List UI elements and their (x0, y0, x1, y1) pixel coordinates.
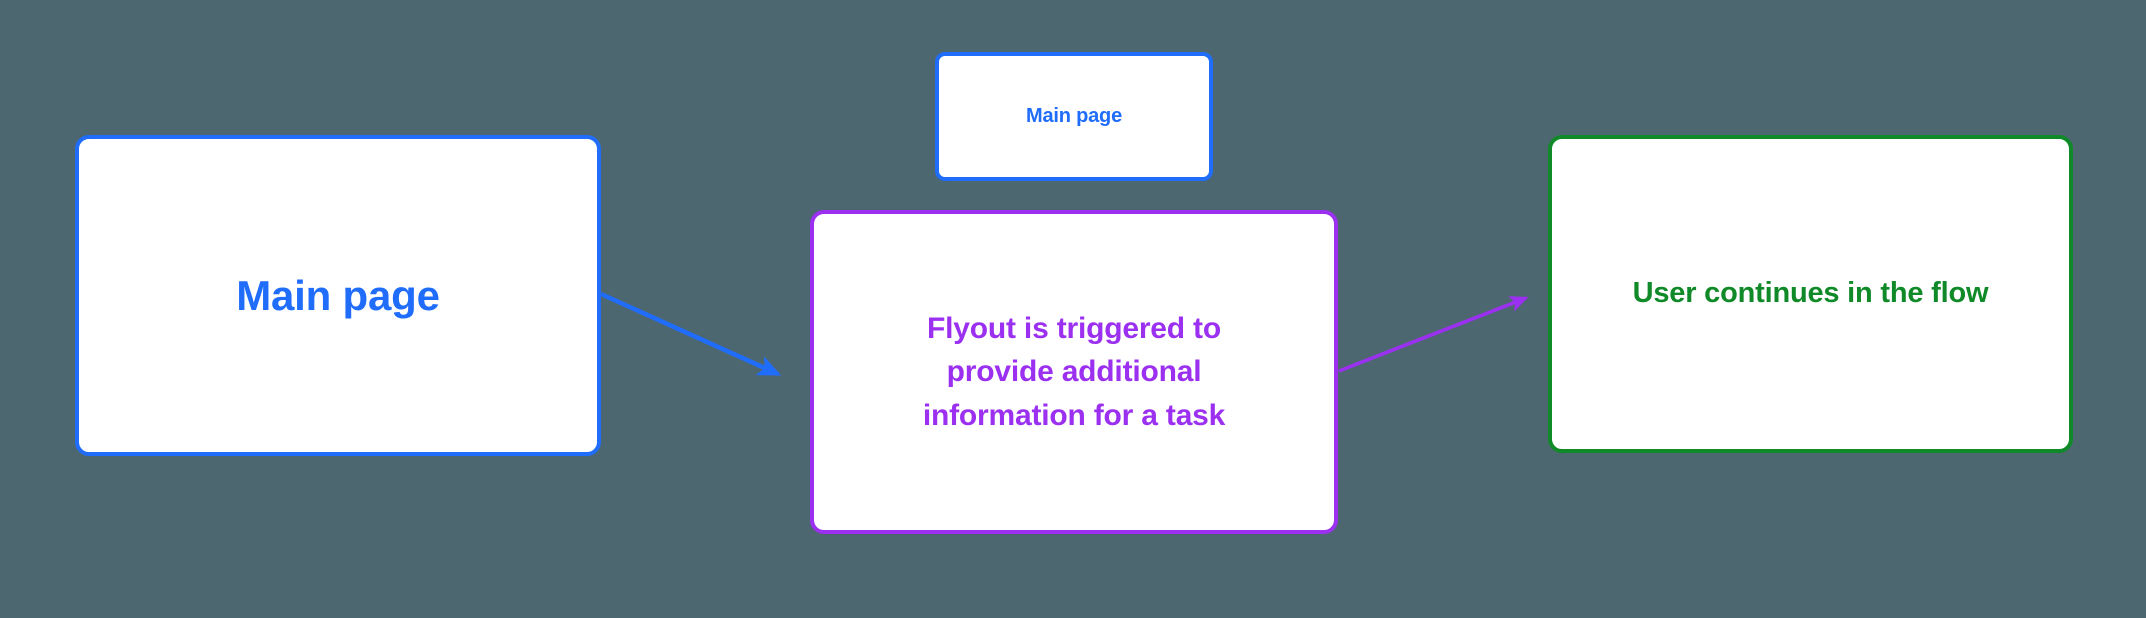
edge-flyout-to-user-continues (1338, 296, 1529, 373)
node-user-continues[interactable]: User continues in the flow (1548, 135, 2073, 453)
node-flyout-label: Flyout is triggered to provide additiona… (922, 311, 1226, 432)
node-main-page-small[interactable]: Main page (935, 52, 1213, 181)
edge-main-page-to-flyout (600, 291, 782, 377)
node-flyout[interactable]: Flyout is triggered to provide additiona… (810, 210, 1338, 534)
node-user-continues-label: User continues in the flow (1632, 277, 1989, 310)
node-main-page-large[interactable]: Main page (75, 135, 601, 456)
node-main-page-small-label: Main page (1026, 104, 1122, 127)
node-main-page-large-label: Main page (236, 271, 440, 319)
